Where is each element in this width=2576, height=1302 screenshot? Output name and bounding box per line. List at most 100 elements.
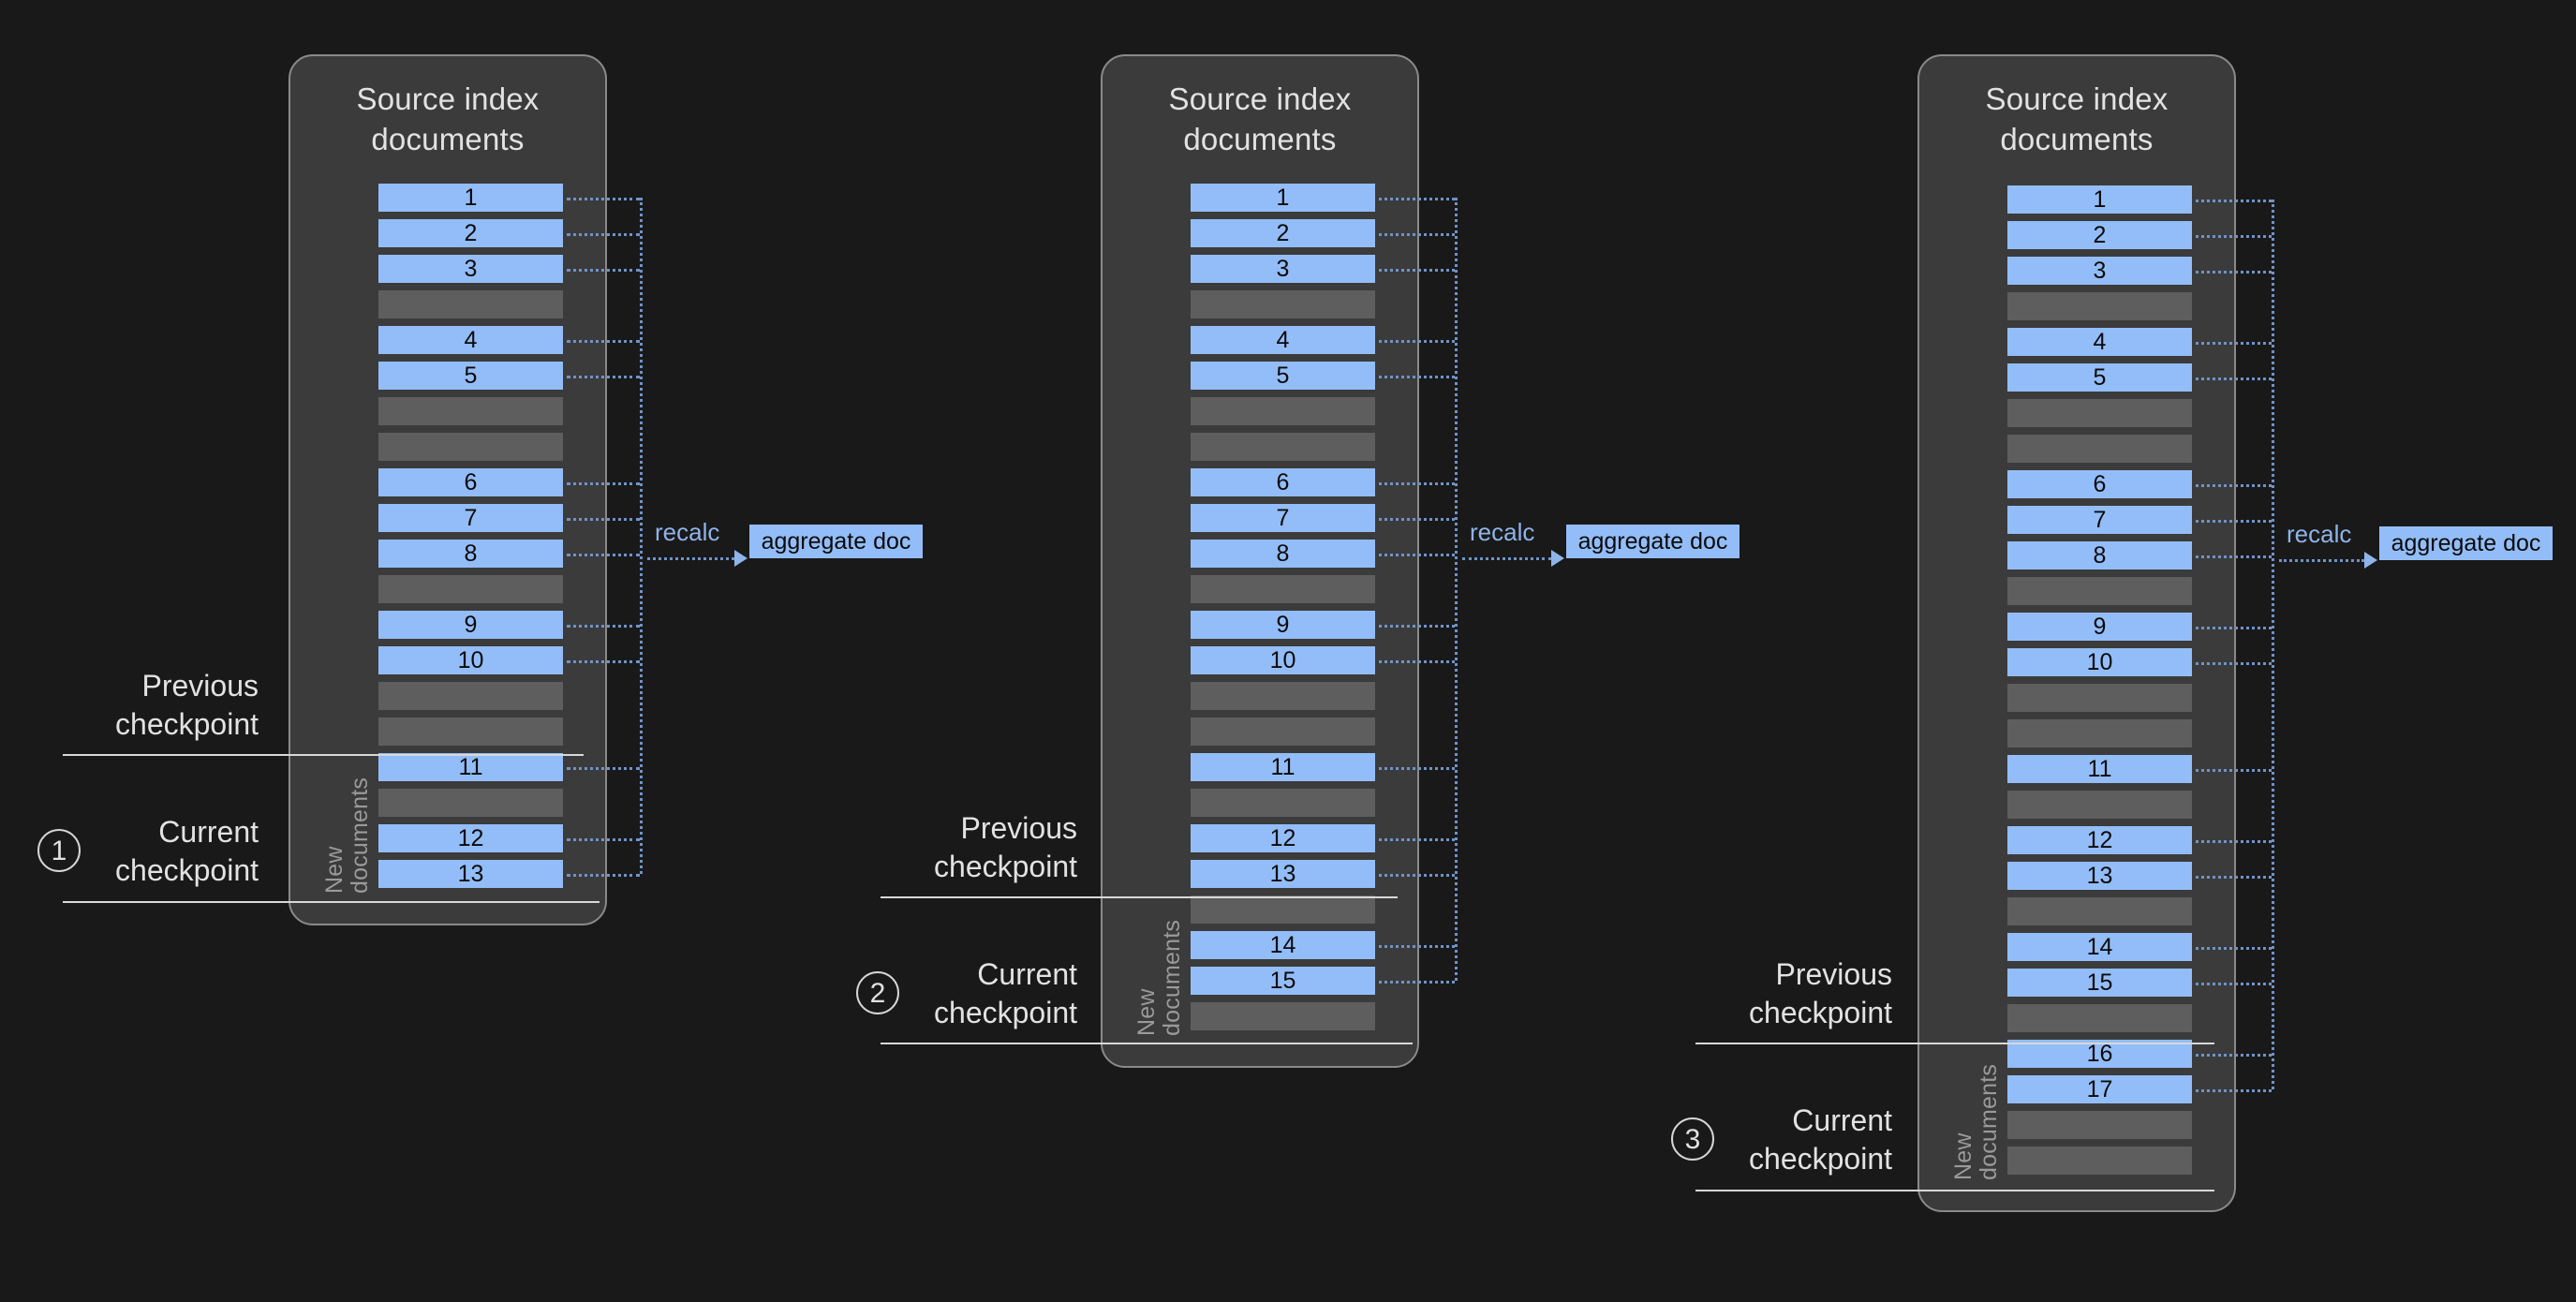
- connector-line: [2196, 555, 2272, 558]
- recalc-arrow-head: [2364, 552, 2377, 569]
- connector-bus: [2272, 200, 2274, 1089]
- document-id: 5: [1276, 362, 1290, 389]
- current-checkpoint-line-1: [63, 901, 600, 903]
- document-id: 14: [2086, 934, 2113, 960]
- connector-line: [1379, 233, 1455, 236]
- document-id: 10: [1269, 647, 1296, 673]
- connector-line: [2196, 520, 2272, 523]
- previous-checkpoint-line-3: [1695, 1043, 2214, 1044]
- document-id: 10: [2086, 649, 2113, 675]
- previous-checkpoint-label-1: Previous: [141, 669, 259, 703]
- connector-line: [567, 518, 640, 521]
- document-row: 13: [1191, 860, 1375, 888]
- document-row: 8: [2007, 541, 2192, 570]
- document-row: 6: [1191, 468, 1375, 496]
- recalc-label-2: recalc: [1470, 518, 1535, 546]
- connector-line: [1379, 874, 1455, 877]
- current-checkpoint-label2-1: checkpoint: [115, 853, 259, 887]
- empty-slot-row: [1191, 789, 1375, 817]
- document-id: 12: [1269, 825, 1296, 851]
- document-id: 2: [464, 220, 478, 246]
- document-id: 11: [458, 754, 483, 780]
- connector-line: [567, 767, 640, 770]
- step-badge-1: 1: [37, 829, 81, 872]
- connector-line: [2196, 1089, 2272, 1092]
- connector-line: [567, 838, 640, 841]
- aggregate-doc-box-1: aggregate doc: [749, 525, 923, 558]
- document-row: 9: [378, 611, 563, 639]
- document-row: 4: [1191, 326, 1375, 354]
- connector-line: [2196, 484, 2272, 487]
- empty-slot-row: [2007, 719, 2192, 747]
- connector-line: [2196, 271, 2272, 274]
- empty-slot-row: [2007, 897, 2192, 925]
- empty-slot-row: [1191, 1002, 1375, 1030]
- previous-checkpoint-line-2: [881, 896, 1398, 898]
- document-id: 13: [457, 861, 484, 887]
- empty-slot-row: [2007, 577, 2192, 605]
- document-id: 6: [464, 469, 478, 496]
- current-checkpoint-label-2: Current: [977, 957, 1077, 991]
- document-id: 12: [457, 825, 484, 851]
- step-badge-3: 3: [1671, 1117, 1714, 1161]
- connector-line: [567, 874, 640, 877]
- document-id: 4: [2093, 329, 2107, 355]
- document-id: 12: [2086, 827, 2113, 853]
- document-id: 3: [1276, 256, 1290, 282]
- document-row: 9: [2007, 613, 2192, 641]
- connector-line: [1379, 482, 1455, 485]
- new-documents-label-2: New documents: [1133, 919, 1185, 1036]
- document-id: 2: [1276, 220, 1290, 246]
- document-id: 5: [2093, 364, 2107, 391]
- empty-slot-row: [2007, 1147, 2192, 1175]
- empty-slot-row: [2007, 791, 2192, 819]
- recalc-arrow-head: [1551, 550, 1564, 567]
- connector-line: [1379, 945, 1455, 948]
- document-id: 11: [2087, 756, 2112, 782]
- document-row: 11: [1191, 753, 1375, 781]
- panel-2-title-line2: documents: [1183, 122, 1337, 156]
- empty-slot-row: [1191, 397, 1375, 425]
- document-id: 3: [2093, 258, 2107, 284]
- document-row: 10: [1191, 646, 1375, 674]
- document-id: 7: [464, 505, 478, 531]
- current-checkpoint-line-2: [881, 1043, 1413, 1044]
- recalc-arrow-line: [1462, 557, 1551, 560]
- document-row: 15: [2007, 969, 2192, 997]
- current-checkpoint-label2-2: checkpoint: [934, 996, 1077, 1029]
- connector-line: [1379, 838, 1455, 841]
- document-id: 8: [1276, 540, 1290, 567]
- document-row: 12: [378, 824, 563, 852]
- document-row: 10: [378, 646, 563, 674]
- connector-line: [2196, 840, 2272, 843]
- empty-slot-row: [378, 682, 563, 710]
- document-id: 9: [2093, 614, 2107, 640]
- connector-bus: [640, 198, 643, 874]
- previous-checkpoint-label2-2: checkpoint: [934, 850, 1077, 883]
- document-row: 1: [2007, 185, 2192, 214]
- document-id: 13: [2086, 863, 2113, 889]
- empty-slot-row: [378, 575, 563, 603]
- document-row: 7: [378, 504, 563, 532]
- empty-slot-row: [378, 290, 563, 318]
- current-checkpoint-label-3: Current: [1792, 1103, 1892, 1137]
- empty-slot-row: [1191, 433, 1375, 461]
- connector-line: [2196, 983, 2272, 985]
- panel-1-title-line2: documents: [371, 122, 525, 156]
- document-row: 5: [1191, 362, 1375, 390]
- empty-slot-row: [2007, 292, 2192, 320]
- previous-checkpoint-label2-3: checkpoint: [1749, 996, 1892, 1029]
- document-id: 15: [2086, 969, 2113, 996]
- document-id: 8: [464, 540, 478, 567]
- empty-slot-row: [1191, 290, 1375, 318]
- connector-line: [2196, 1054, 2272, 1057]
- document-row: 16: [2007, 1040, 2192, 1068]
- document-id: 5: [464, 362, 478, 389]
- panel-1-title-line1: Source index: [356, 81, 540, 116]
- step-badge-2: 2: [856, 971, 899, 1014]
- empty-slot-row: [1191, 682, 1375, 710]
- document-id: 1: [464, 185, 478, 211]
- aggregate-doc-box-2: aggregate doc: [1566, 525, 1740, 558]
- document-row: 5: [378, 362, 563, 390]
- document-row: 6: [2007, 470, 2192, 498]
